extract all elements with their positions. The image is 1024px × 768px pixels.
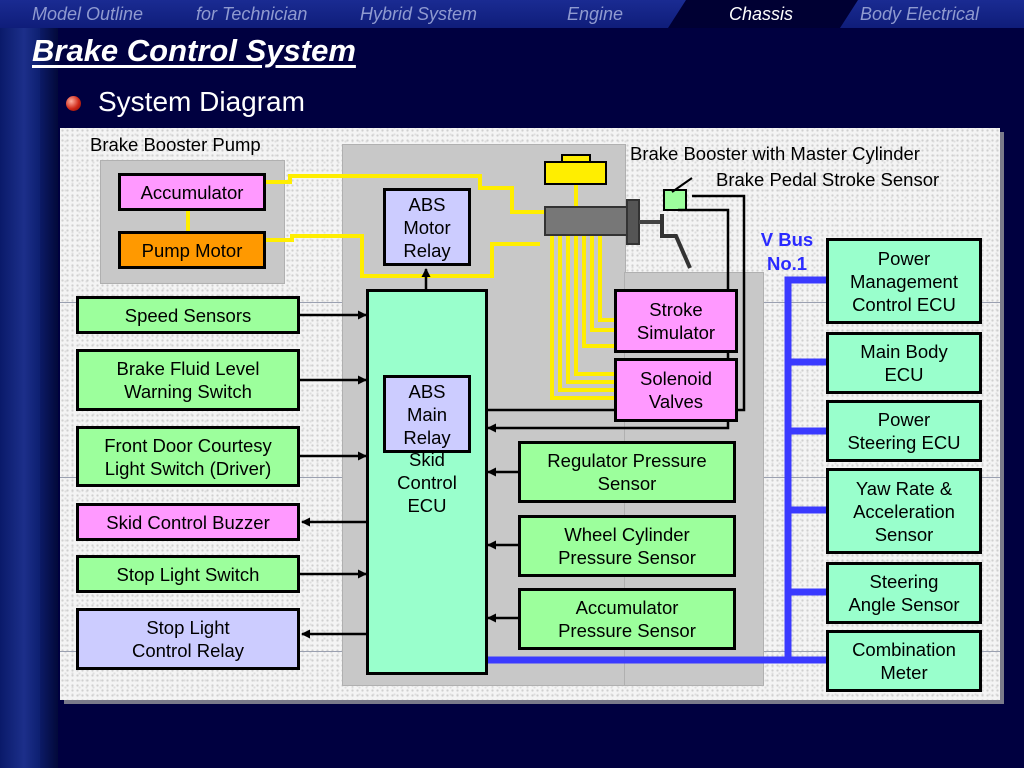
stroke-simulator-box: Stroke Simulator (614, 289, 738, 353)
regulator-pressure-box: Regulator Pressure Sensor (518, 441, 736, 503)
skid-control-buzzer-box: Skid Control Buzzer (76, 503, 300, 541)
v-bus-lines (488, 276, 826, 664)
brake-fluid-level-box: Brake Fluid Level Warning Switch (76, 349, 300, 411)
skid-control-ecu-box: Skid Control ECU (366, 289, 488, 675)
steering-angle-sensor-box: Steering Angle Sensor (826, 562, 982, 624)
stop-light-relay-box: Stop Light Control Relay (76, 608, 300, 670)
wheel-cylinder-pressure-box: Wheel Cylinder Pressure Sensor (518, 515, 736, 577)
stroke-sensor-label: Brake Pedal Stroke Sensor (716, 169, 940, 190)
power-steering-ecu-box: Power Steering ECU (826, 400, 982, 462)
top-nav: Model Outline for Technician Hybrid Syst… (0, 0, 1024, 28)
pump-motor-box: Pump Motor (118, 231, 266, 269)
left-decor-bar (0, 0, 40, 768)
yaw-rate-sensor-box: Yaw Rate & Acceleration Sensor (826, 468, 982, 554)
nav-body-electrical[interactable]: Body Electrical (860, 4, 980, 24)
nav-engine[interactable]: Engine (567, 4, 624, 24)
main-body-ecu-box: Main Body ECU (826, 332, 982, 394)
bullet-icon (66, 96, 81, 111)
nav-for-technician[interactable]: for Technician (196, 4, 308, 24)
hydraulic-lines (186, 174, 616, 400)
solenoid-valves-box: Solenoid Valves (614, 358, 738, 422)
nav-model-outline[interactable]: Model Outline (32, 4, 144, 24)
abs-motor-relay-box: ABS Motor Relay (383, 188, 471, 266)
page-subtitle: System Diagram (98, 86, 305, 117)
nav-active-tab-bg (668, 0, 858, 28)
booster-assembly (544, 154, 693, 269)
nav-chassis[interactable]: Chassis (729, 4, 794, 24)
page-title: Brake Control System (32, 33, 356, 68)
front-door-courtesy-box: Front Door Courtesy Light Switch (Driver… (76, 426, 300, 487)
power-mgmt-ecu-box: Power Management Control ECU (826, 238, 982, 324)
speed-sensors-box: Speed Sensors (76, 296, 300, 334)
nav-hybrid-system[interactable]: Hybrid System (360, 4, 478, 24)
vbus-label: V Bus No.1 (760, 229, 814, 274)
stop-light-switch-box: Stop Light Switch (76, 555, 300, 593)
booster-group-label: Brake Booster with Master Cylinder (630, 143, 920, 164)
combination-meter-box: Combination Meter (826, 630, 982, 692)
accumulator-pressure-box: Accumulator Pressure Sensor (518, 588, 736, 650)
pump-group-label: Brake Booster Pump (90, 134, 261, 155)
left-decor-shadow (40, 0, 58, 768)
abs-main-relay-box: ABS Main Relay (383, 375, 471, 453)
accumulator-box: Accumulator (118, 173, 266, 211)
